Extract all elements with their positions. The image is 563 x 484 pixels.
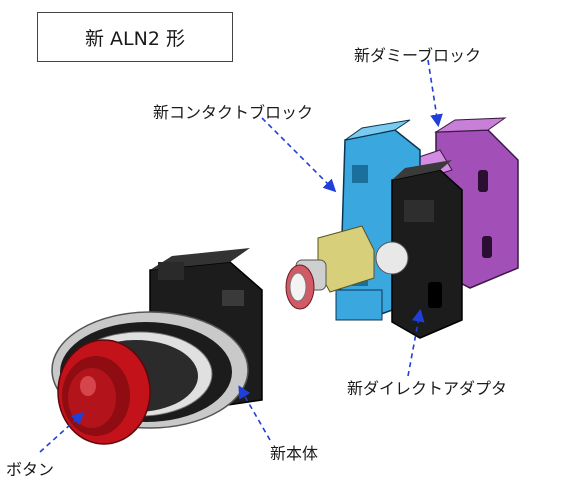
title-text: 新 ALN2 形	[85, 27, 185, 50]
actuator-part	[285, 225, 375, 310]
label-direct-adapter: 新ダイレクトアダプタ	[347, 379, 508, 398]
leader-direct-adapter	[407, 308, 425, 377]
direct-adapter-part	[375, 160, 463, 339]
label-body: 新本体	[270, 444, 319, 463]
label-button: ボタン	[6, 460, 55, 479]
leader-contact-block	[261, 117, 337, 193]
title-box: 新 ALN2 形	[37, 12, 233, 62]
label-dummy-block: 新ダミーブロック	[354, 46, 482, 65]
label-contact-block: 新コンタクトブロック	[153, 103, 314, 122]
leader-button	[39, 411, 85, 453]
button-lens-part	[57, 339, 151, 445]
leader-dummy-block	[427, 59, 443, 128]
leader-body	[238, 385, 271, 441]
